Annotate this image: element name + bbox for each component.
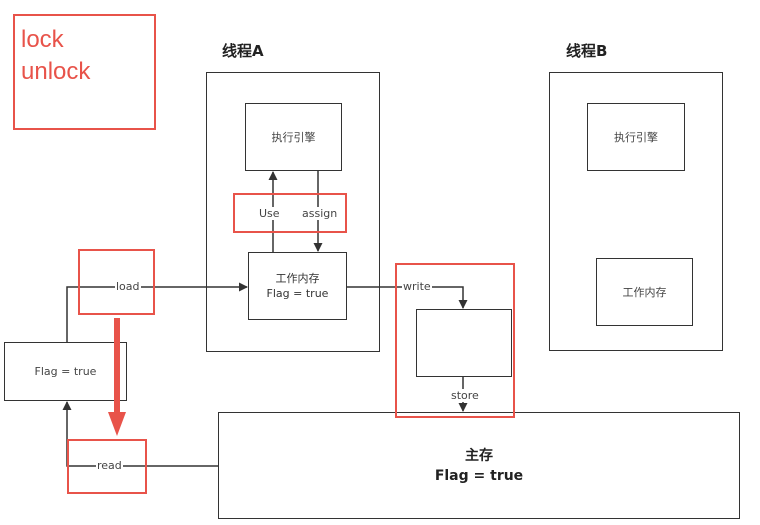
thread-b-work-mem-label: 工作内存	[622, 286, 667, 299]
use-assign-highlight	[233, 193, 347, 233]
main-memory-flag: Flag = true	[434, 467, 524, 484]
left-flag-value: Flag = true	[34, 365, 97, 378]
read-highlight	[67, 439, 147, 494]
load-label: load	[115, 280, 141, 293]
lock-label: lock	[21, 26, 64, 53]
thread-a-working-memory: 工作内存 Flag = true	[248, 252, 347, 320]
write-label: write	[402, 280, 432, 293]
write-store-highlight	[395, 263, 515, 418]
left-flag-box: Flag = true	[4, 342, 127, 401]
thread-b-title: 线程B	[566, 42, 608, 60]
thread-a-flag-value: Flag = true	[266, 287, 329, 300]
store-buffer-box	[416, 309, 512, 377]
thread-a-execution-engine: 执行引擎	[245, 103, 342, 171]
thread-b-working-memory: 工作内存	[596, 258, 693, 326]
use-label: Use	[258, 207, 281, 220]
store-label: store	[450, 389, 480, 402]
thread-a-work-mem-label: 工作内存	[275, 272, 320, 285]
load-highlight	[78, 249, 155, 315]
thread-a-engine-label: 执行引擎	[271, 131, 316, 144]
lock-unlock-legend-box: lock unlock	[13, 14, 156, 130]
thread-b-engine-label: 执行引擎	[614, 131, 658, 144]
thread-a-title: 线程A	[222, 42, 264, 60]
unlock-label: unlock	[21, 58, 91, 85]
main-memory-box: 主存 Flag = true	[218, 412, 740, 519]
assign-label: assign	[301, 207, 339, 220]
thread-b-execution-engine: 执行引擎	[587, 103, 685, 171]
main-memory-title: 主存	[465, 447, 493, 464]
read-label: read	[96, 459, 123, 472]
